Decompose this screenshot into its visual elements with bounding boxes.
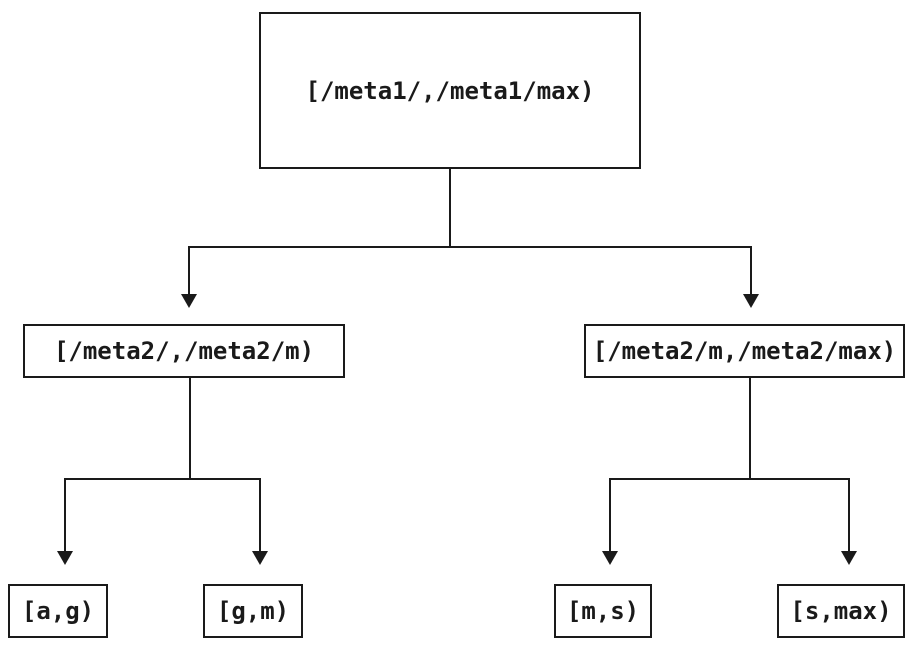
node-root-meta1-range: [/meta1/,/meta1/max) bbox=[259, 12, 641, 169]
leaf-a-g-label: [a,g) bbox=[21, 597, 95, 625]
node-root-label: [/meta1/,/meta1/max) bbox=[305, 76, 595, 105]
connector-left-drop-left bbox=[64, 478, 66, 553]
connector-root-branch bbox=[188, 246, 752, 248]
arrowhead-down-icon bbox=[841, 551, 857, 565]
connector-root-drop-right bbox=[750, 246, 752, 296]
connector-right-drop-right bbox=[848, 478, 850, 553]
leaf-g-m-label: [g,m) bbox=[216, 597, 290, 625]
node-meta2-high-label: [/meta2/m,/meta2/max) bbox=[592, 337, 897, 365]
leaf-node-g-m: [g,m) bbox=[203, 584, 303, 638]
arrowhead-down-icon bbox=[602, 551, 618, 565]
node-meta2-low-range: [/meta2/,/meta2/m) bbox=[23, 324, 345, 378]
connector-right-branch bbox=[609, 478, 850, 480]
connector-right-drop-left bbox=[609, 478, 611, 553]
connector-left-stem bbox=[189, 378, 191, 480]
node-meta2-high-range: [/meta2/m,/meta2/max) bbox=[584, 324, 905, 378]
connector-right-stem bbox=[749, 378, 751, 480]
connector-left-branch bbox=[64, 478, 261, 480]
connector-root-drop-left bbox=[188, 246, 190, 296]
arrowhead-down-icon bbox=[252, 551, 268, 565]
connector-root-stem bbox=[449, 169, 451, 247]
arrowhead-down-icon bbox=[743, 294, 759, 308]
node-meta2-low-label: [/meta2/,/meta2/m) bbox=[53, 337, 315, 365]
arrowhead-down-icon bbox=[57, 551, 73, 565]
arrowhead-down-icon bbox=[181, 294, 197, 308]
connector-left-drop-right bbox=[259, 478, 261, 553]
leaf-node-a-g: [a,g) bbox=[8, 584, 108, 638]
leaf-m-s-label: [m,s) bbox=[566, 597, 640, 625]
leaf-node-s-max: [s,max) bbox=[777, 584, 905, 638]
leaf-node-m-s: [m,s) bbox=[554, 584, 652, 638]
leaf-s-max-label: [s,max) bbox=[790, 597, 892, 625]
